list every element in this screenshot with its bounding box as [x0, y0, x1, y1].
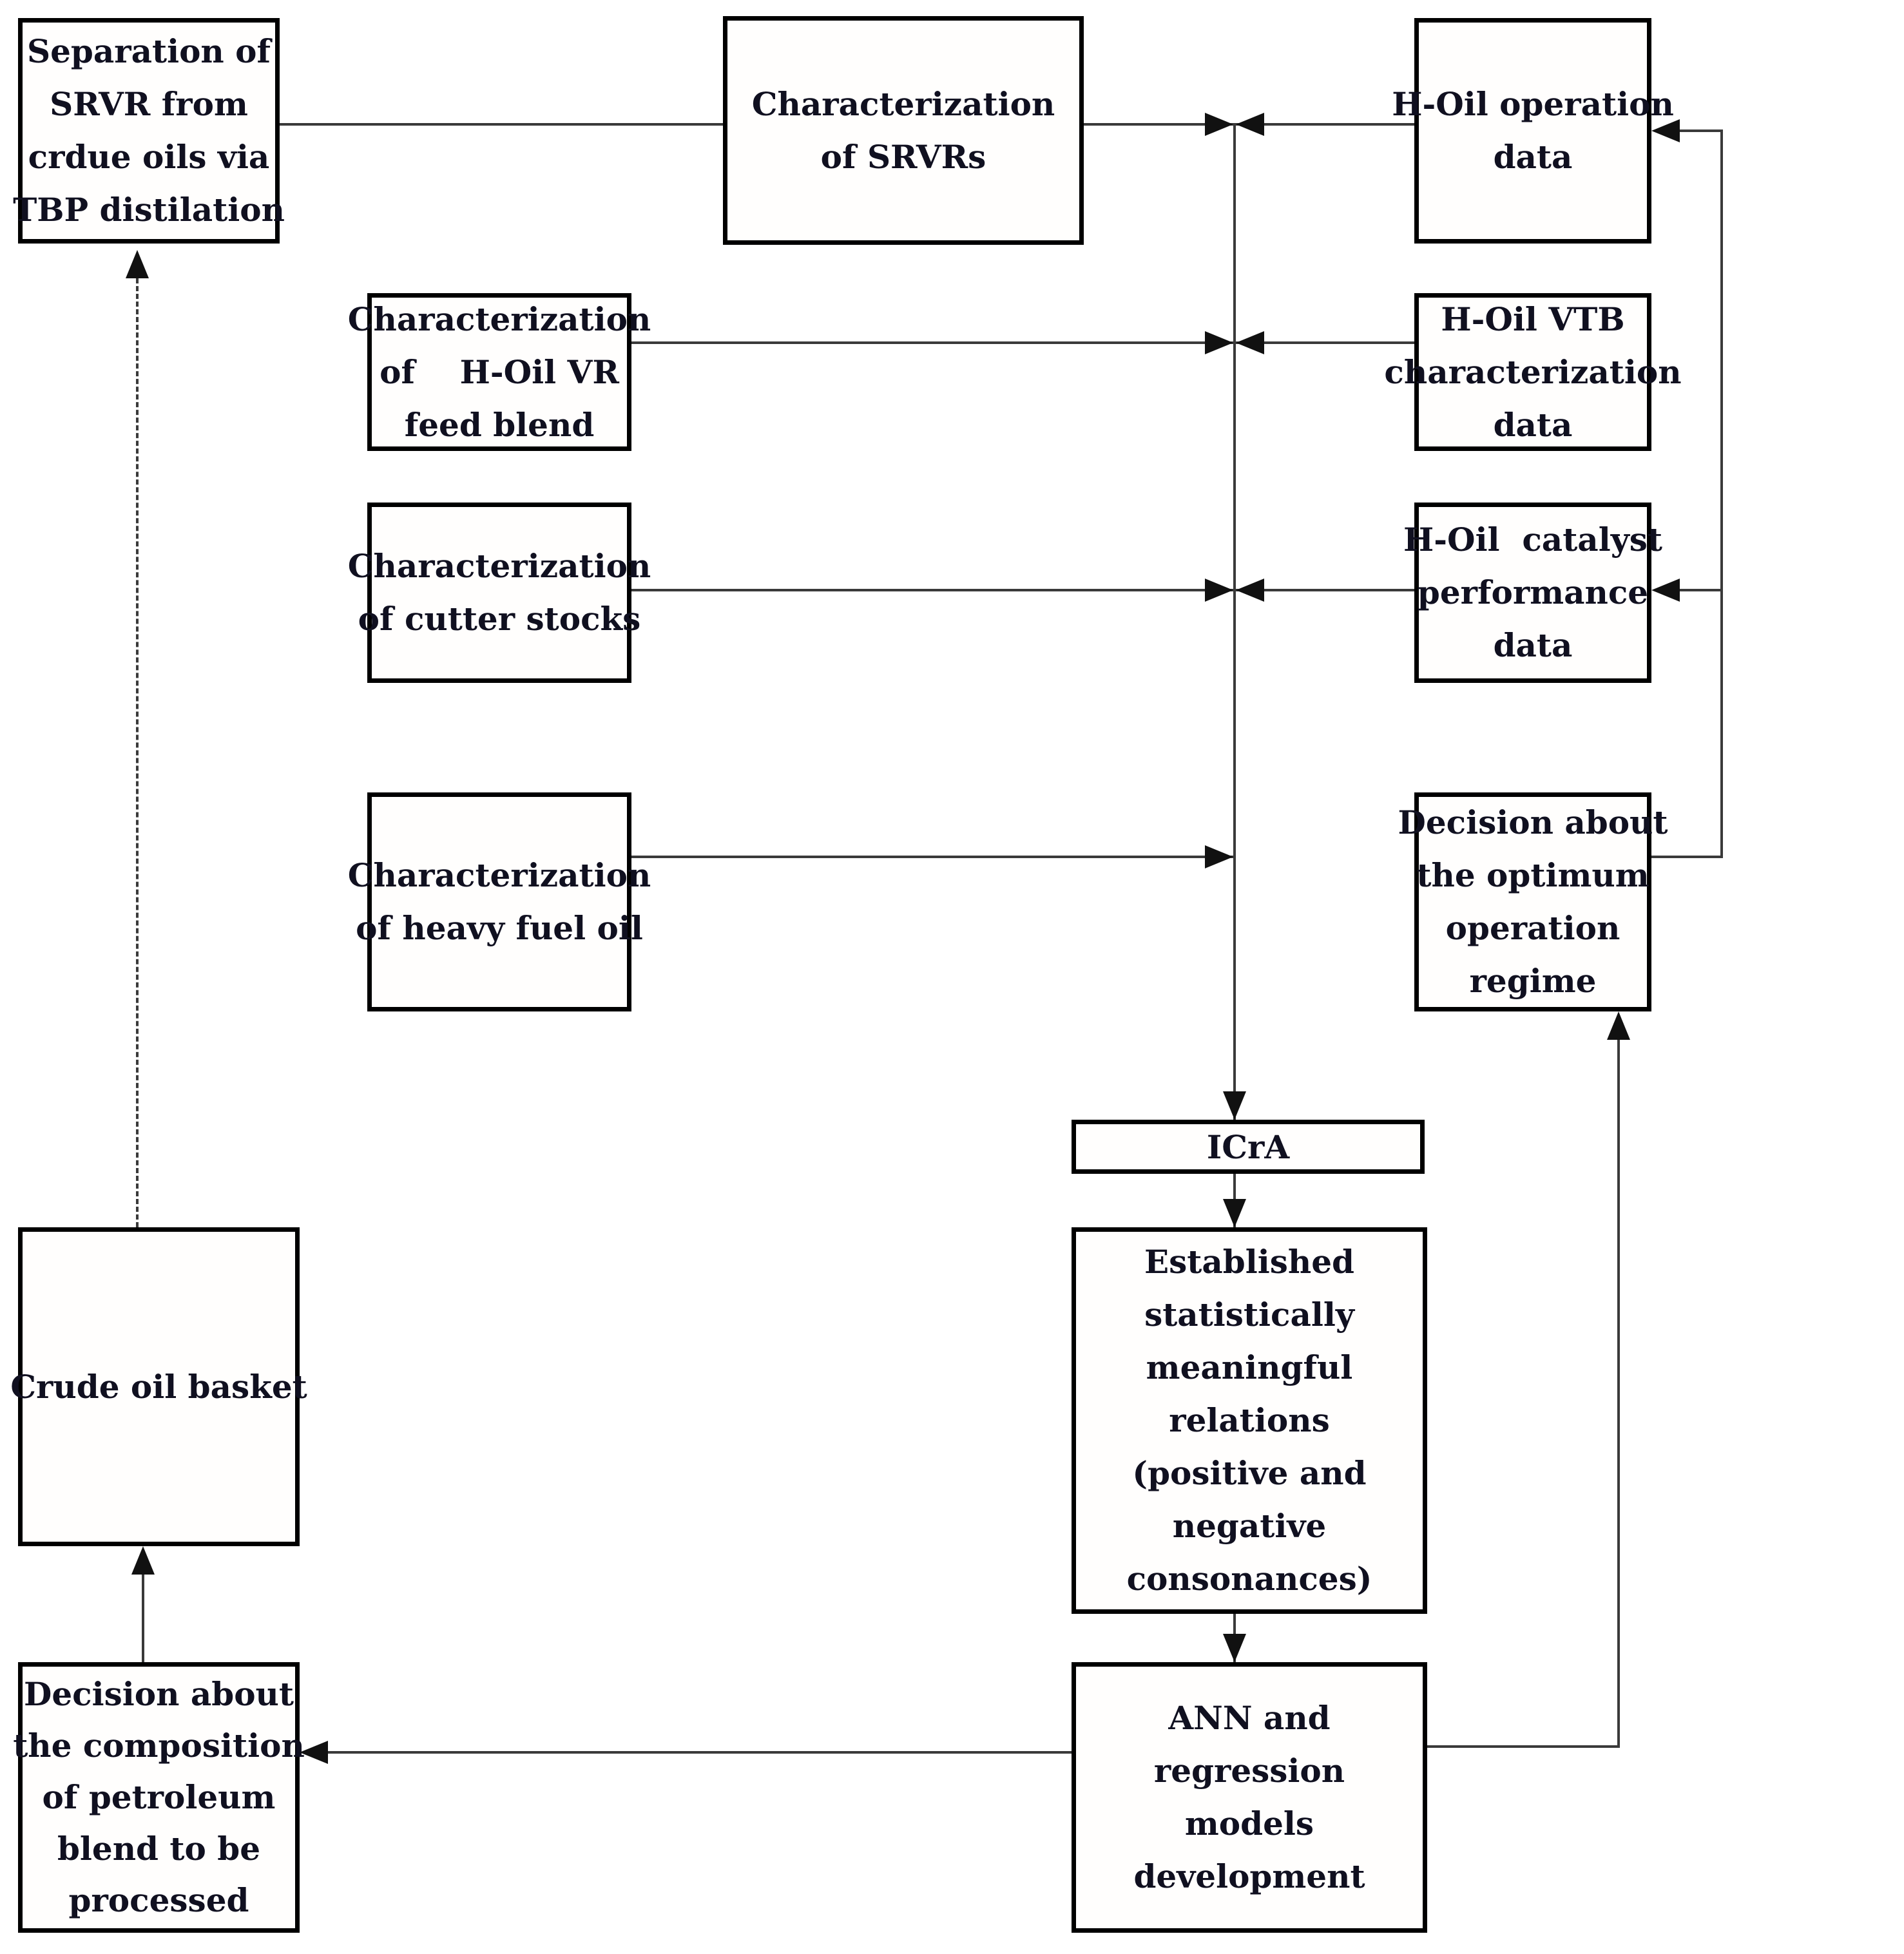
connector-ann-feedback-horizontal [1427, 1745, 1620, 1748]
connector-hoilop-to-center [1236, 123, 1414, 126]
connector-charcutter-to-center [631, 589, 1233, 591]
arrowhead-crude-into-sep [126, 250, 149, 278]
box-characterization-cutter-stocks: Characterization of cutter stocks [348, 503, 651, 683]
arrowhead-center-into-icra [1223, 1091, 1246, 1120]
arrowhead-hoilop-into-center [1236, 113, 1264, 136]
connector-charheavy-to-center [631, 856, 1233, 858]
box-decision-optimum-operation-regime: Decision about the optimum operation reg… [1398, 792, 1668, 1011]
arrowhead-feedback-into-hoilcat [1651, 579, 1680, 602]
arrowhead-charsrvrs-into-center [1205, 113, 1233, 136]
connector-charsrvrs-to-center [1084, 123, 1233, 126]
arrowhead-charcutter-into-center [1205, 579, 1233, 602]
arrowhead-charheavy-into-center [1205, 845, 1233, 868]
connector-deccomp-to-crude [142, 1575, 144, 1662]
box-hoil-vtb-characterization-data: H-Oil VTB characterization data [1384, 293, 1682, 451]
connector-decregime-to-feedback [1651, 856, 1723, 858]
arrowhead-feedback-into-hoilop [1651, 119, 1680, 142]
connector-feedback-to-hoilcat [1680, 589, 1723, 591]
connector-charvr-to-center [631, 341, 1233, 344]
box-characterization-heavy-fuel-oil: Characterization of heavy fuel oil [348, 792, 651, 1011]
arrowhead-ann-into-decregime [1607, 1011, 1630, 1040]
arrowhead-established-into-ann [1223, 1634, 1246, 1662]
connector-hoilcat-to-center [1236, 589, 1414, 591]
arrowhead-hoilcat-into-center [1236, 579, 1264, 602]
connector-right-feedback-vertical [1720, 129, 1723, 858]
box-decision-petroleum-blend: Decision about the composition of petrol… [13, 1662, 305, 1933]
connector-center-collector [1233, 123, 1236, 1120]
box-characterization-hoil-vr-feed-blend: Characterization of H-Oil VR feed blend [348, 293, 651, 451]
arrowhead-hoilvtb-into-center [1236, 331, 1264, 354]
box-crude-oil-basket: Crude oil basket [10, 1227, 307, 1546]
box-characterization-srvrs: Characterization of SRVRs [723, 16, 1084, 245]
connector-ann-feedback-vertical [1617, 1040, 1620, 1748]
box-hoil-operation-data: H-Oil operation data [1392, 18, 1674, 244]
connector-ann-to-deccomp [328, 1751, 1072, 1754]
connector-sep-to-charsrvrs [280, 123, 723, 126]
connector-feedback-to-hoilop [1680, 129, 1723, 132]
box-icra: ICrA [1072, 1120, 1425, 1174]
box-ann-regression-models: ANN and regression models development [1072, 1662, 1427, 1933]
connector-crude-to-sep-dashed [136, 278, 139, 1227]
arrowhead-icra-into-established [1223, 1199, 1246, 1227]
arrowhead-ann-into-deccomp [300, 1741, 328, 1764]
connector-hoilvtb-to-center [1236, 341, 1414, 344]
box-hoil-catalyst-performance-data: H-Oil catalyst performance data [1403, 503, 1662, 683]
box-established-relations: Established statistically meaningful rel… [1072, 1227, 1427, 1614]
box-separation-srvr: Separation of SRVR from crdue oils via T… [13, 18, 285, 244]
arrowhead-deccomp-into-crude [131, 1546, 155, 1575]
arrowhead-charvr-into-center [1205, 331, 1233, 354]
